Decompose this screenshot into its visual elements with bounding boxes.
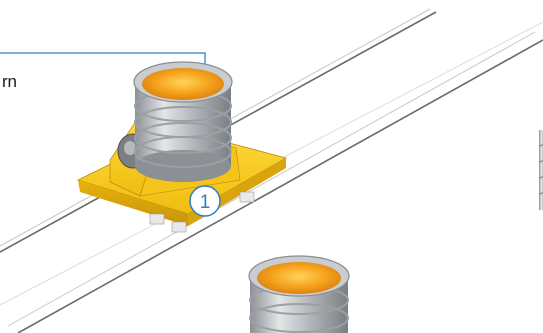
callout-label-fragment: rn xyxy=(2,72,17,92)
callout-marker: 1 xyxy=(190,186,220,216)
callout-number: 1 xyxy=(200,192,211,213)
barrel-roller-bottom-partial xyxy=(249,256,349,333)
barrel-roller-right-partial xyxy=(539,130,543,210)
barrel-roller-main xyxy=(134,62,232,182)
